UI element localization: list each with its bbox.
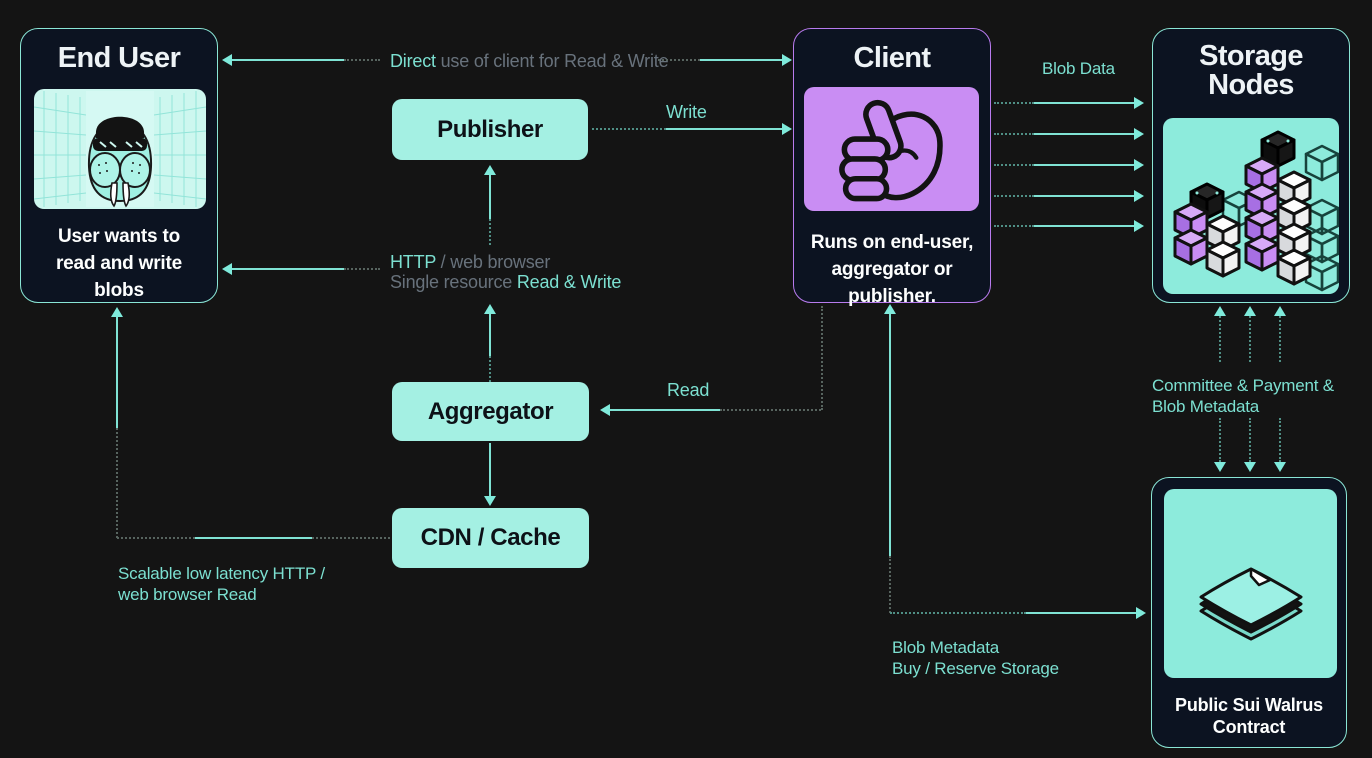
edge-committee-line (1279, 418, 1281, 462)
edge-blob-data-line (994, 225, 1034, 227)
edge-write-line (666, 128, 782, 130)
client-caption: Runs on end-user, aggregator or publishe… (810, 232, 974, 307)
edge-label-http: HTTP / web browser (390, 252, 551, 272)
edge-scalable-line (117, 537, 195, 539)
client-node: Client Runs on end-user, aggregator or p… (793, 28, 991, 307)
publisher-node: Publisher (392, 99, 588, 160)
edge-label-write: Write (666, 102, 707, 122)
edge-direct-line (232, 59, 344, 61)
edge-blob-metadata-line (889, 314, 891, 556)
edge-label-scalable: Scalable low latency HTTP / web browser … (118, 564, 325, 604)
client-title: Client (853, 42, 932, 74)
edge-scalable-line (116, 428, 118, 538)
edge-blob-data-line (994, 133, 1034, 135)
edge-read-line (821, 306, 823, 410)
arrow-up-icon (1244, 306, 1256, 316)
arrow-right-icon (1134, 159, 1144, 171)
edge-committee-line (1219, 418, 1221, 462)
end-user-caption: User wants to read and write blobs (55, 226, 183, 301)
cdn-cache-node: CDN / Cache (392, 508, 589, 568)
edge-http-line (344, 268, 380, 270)
end-user-node: End User (20, 28, 218, 303)
arrow-up-icon (1214, 306, 1226, 316)
walrus-illustration (34, 89, 206, 209)
arrow-right-icon (1134, 220, 1144, 232)
arrow-left-icon (222, 54, 232, 66)
storage-cubes-illustration (1163, 118, 1339, 294)
edge-label-single-resource: Single resource Read & Write (390, 272, 622, 292)
arrow-left-icon (222, 263, 232, 275)
arrow-down-icon (484, 496, 496, 506)
edge-blob-metadata-line (890, 612, 1026, 614)
storage-nodes-node: Storage Nodes (1152, 28, 1350, 303)
arrow-right-icon (782, 123, 792, 135)
edge-blob-data-line (1034, 102, 1134, 104)
edge-aggregator-vertical (489, 356, 491, 382)
arrow-up-icon (1274, 306, 1286, 316)
contract-caption: Public Sui Walrus Contract (1175, 695, 1323, 737)
arrow-down-icon (1244, 462, 1256, 472)
edge-committee-line (1279, 316, 1281, 362)
end-user-title: End User (57, 42, 181, 74)
edge-blob-data-line (1034, 133, 1134, 135)
arrow-right-icon (1136, 607, 1146, 619)
edge-publisher-vertical (489, 219, 491, 245)
edge-read-line (720, 409, 821, 411)
edge-committee-line (1249, 418, 1251, 462)
edge-blob-data-line (1034, 225, 1134, 227)
arrow-up-icon (884, 304, 896, 314)
contract-node: Public Sui Walrus Contract (1151, 477, 1347, 748)
arrow-right-icon (782, 54, 792, 66)
arrow-left-icon (600, 404, 610, 416)
arrow-right-icon (1134, 128, 1144, 140)
edge-label-read: Read (667, 380, 710, 400)
edge-label-blob-data: Blob Data (1042, 59, 1115, 78)
arrow-down-icon (1214, 462, 1226, 472)
edge-write-line (592, 128, 666, 130)
edge-scalable-line (312, 537, 390, 539)
edge-blob-data-line (994, 195, 1034, 197)
arrow-up-icon (484, 304, 496, 314)
edge-scalable-line (195, 537, 312, 539)
arrow-right-icon (1134, 190, 1144, 202)
aggregator-label: Aggregator (427, 397, 554, 425)
edge-committee-line (1249, 316, 1251, 362)
edge-direct-line (658, 59, 700, 61)
storage-nodes-title: Storage Nodes (1199, 40, 1303, 101)
aggregator-node: Aggregator (392, 382, 589, 441)
edge-direct-line (344, 59, 380, 61)
edge-label-blob-metadata: Blob Metadata Buy / Reserve Storage (892, 638, 1059, 678)
thumbs-up-icon (804, 87, 979, 211)
arrow-down-icon (1274, 462, 1286, 472)
edge-publisher-vertical (489, 175, 491, 219)
edge-direct-line (700, 59, 782, 61)
edge-aggregator-vertical (489, 314, 491, 356)
edge-blob-data-line (994, 102, 1034, 104)
edge-http-line (232, 268, 344, 270)
arrow-up-icon (111, 307, 123, 317)
edge-committee-line (1219, 316, 1221, 362)
edge-label-direct: Direct use of client for Read & Write (390, 51, 669, 71)
edge-blob-data-line (1034, 195, 1134, 197)
publisher-label: Publisher (437, 115, 543, 143)
edge-blob-data-line (994, 164, 1034, 166)
edge-blob-data-line (1034, 164, 1134, 166)
edge-scalable-line (116, 317, 118, 428)
arrow-right-icon (1134, 97, 1144, 109)
edge-blob-metadata-line (889, 556, 891, 613)
arrow-up-icon (484, 165, 496, 175)
edge-blob-metadata-line (1026, 612, 1136, 614)
contract-papers-illustration (1164, 489, 1337, 678)
edge-label-committee: Committee & Payment & Blob Metadata (1152, 376, 1334, 416)
edge-read-line (610, 409, 720, 411)
cdn-cache-label: CDN / Cache (420, 524, 561, 551)
edge-aggregator-cdn-line (489, 443, 491, 496)
